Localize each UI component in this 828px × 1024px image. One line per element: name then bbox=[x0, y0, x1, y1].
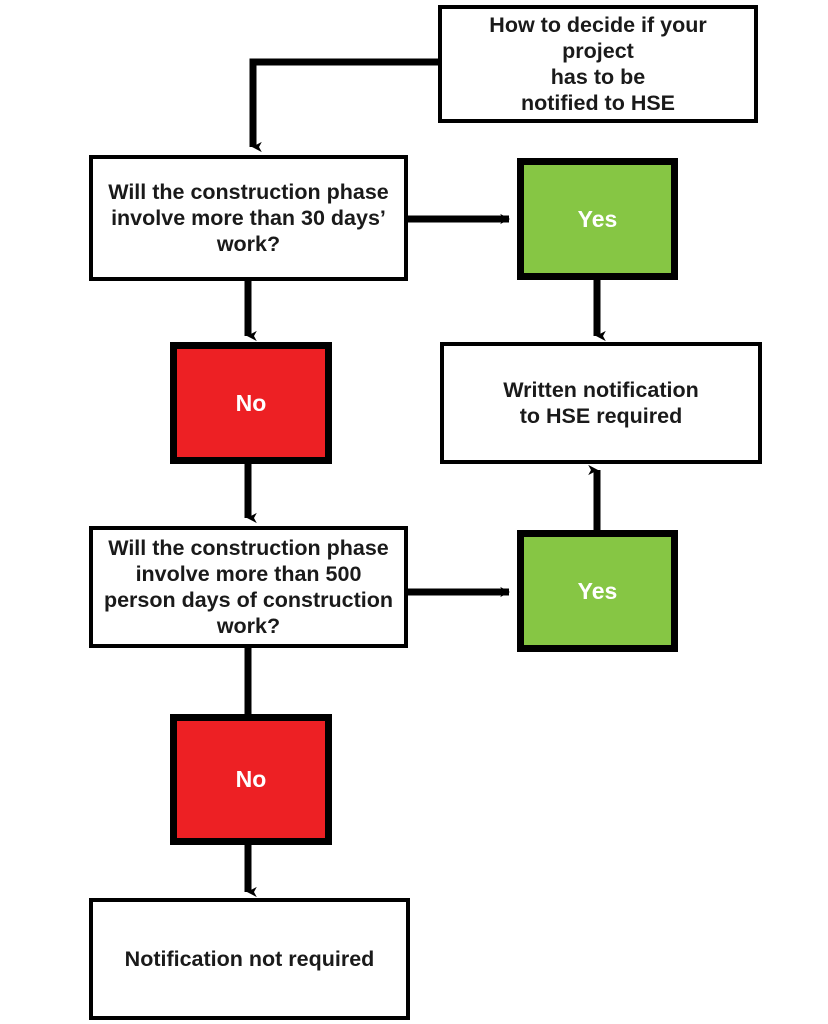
outcome-box-notification-not-required-label: Notification not required bbox=[124, 946, 375, 971]
decision-box-30-days: Will the construction phase involve more… bbox=[89, 155, 408, 281]
answer-box-yes-500-days: Yes bbox=[517, 530, 678, 652]
outcome-box-notification-not-required: Notification not required bbox=[89, 898, 410, 1020]
answer-box-no-500-days: No bbox=[170, 714, 332, 845]
outcome-box-written-notification-label: Written notification to HSE required bbox=[503, 377, 699, 428]
outcome-box-written-notification: Written notification to HSE required bbox=[440, 342, 762, 464]
answer-box-no-30-days-label: No bbox=[235, 389, 267, 416]
decision-box-500-person-days-label: Will the construction phase involve more… bbox=[103, 535, 394, 639]
answer-box-yes-500-days-label: Yes bbox=[577, 577, 618, 604]
answer-box-yes-30-days: Yes bbox=[517, 158, 678, 280]
decision-box-500-person-days: Will the construction phase involve more… bbox=[89, 526, 408, 648]
answer-box-no-30-days: No bbox=[170, 342, 332, 464]
answer-box-no-500-days-label: No bbox=[235, 766, 267, 793]
answer-box-yes-30-days-label: Yes bbox=[577, 205, 618, 232]
title-box: How to decide if your project has to be … bbox=[438, 5, 758, 123]
decision-box-30-days-label: Will the construction phase involve more… bbox=[108, 179, 389, 257]
edge-title-to-question-30-days bbox=[249, 58, 438, 153]
title-box-label: How to decide if your project has to be … bbox=[489, 12, 707, 116]
